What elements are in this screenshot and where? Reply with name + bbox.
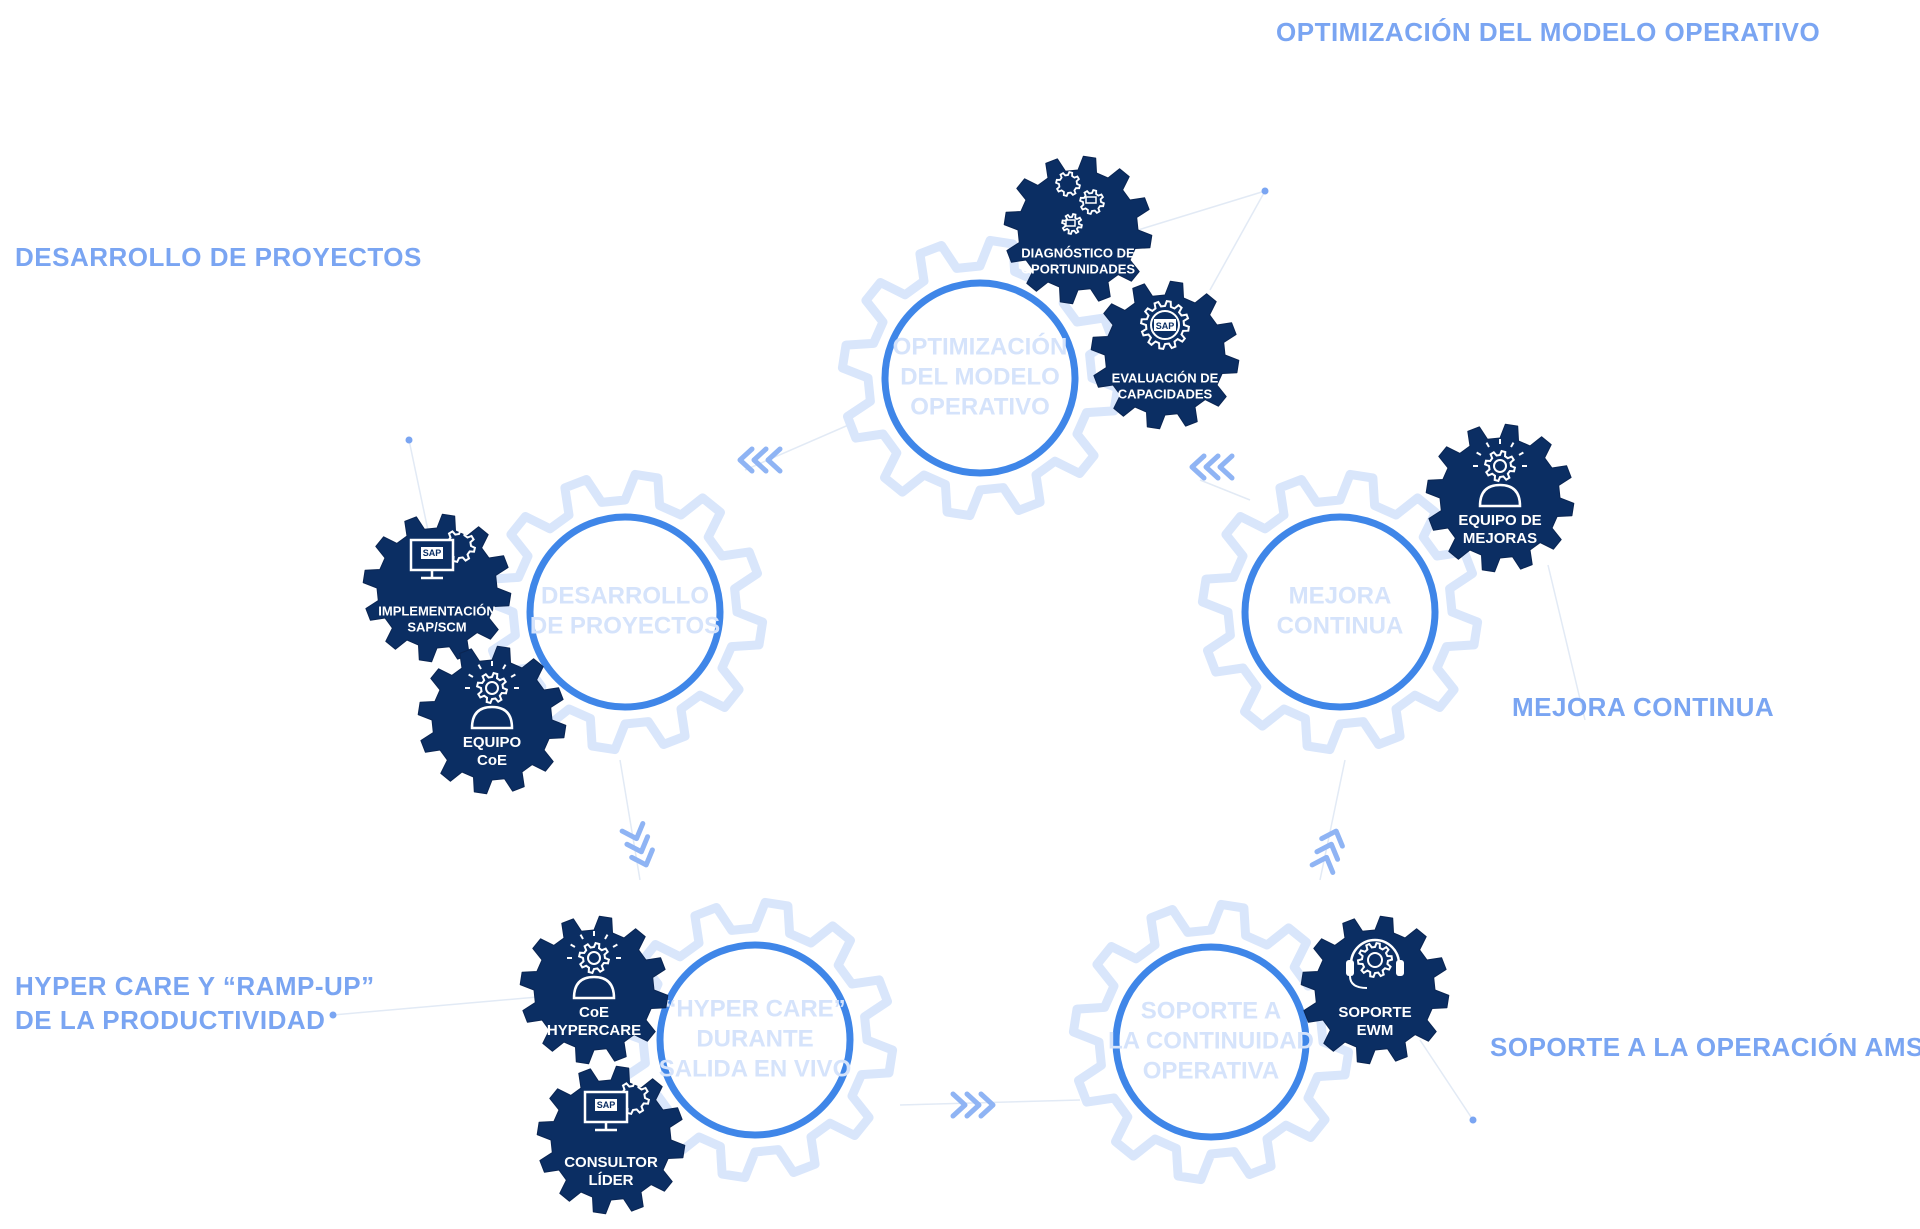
person-gear-icon [1473,439,1527,508]
sap-logo-text: SAP [597,1100,616,1110]
cycle-gear-title: SALIDA EN VIVO [659,1055,851,1082]
badge-label: LÍDER [589,1172,634,1189]
badge-gear-shape [417,645,567,795]
sap-gear-icon: SAP [1139,299,1191,351]
cycle-gear-title: OPERATIVA [1143,1057,1279,1084]
chevron-arrows-left [737,446,783,474]
person-gear-icon [465,661,519,730]
cycle-gear-title: DE PROYECTOS [530,612,720,639]
cycle-gear-title: LA CONTINUIDAD [1108,1027,1314,1054]
badge-label: MEJORAS [1463,530,1537,547]
cycle-gear-title: DESARROLLO [541,582,709,609]
sap-monitor-icon: SAP [409,528,477,580]
connector-line [744,419,861,471]
label-soporte: SOPORTE A LA OPERACIÓN AMS [1490,1032,1920,1062]
cycle-ring [1241,513,1439,711]
gears-truck-icon [1055,171,1105,235]
badge-gear-shape [519,915,669,1065]
badge-label: IMPLEMENTACIÓN [378,603,495,618]
sap-logo-text: SAP [1156,321,1175,331]
badge-label: SAP/SCM [407,619,466,634]
badge-label: EWM [1357,1022,1394,1039]
connector-line [1137,190,1266,231]
connector-dot [1469,1116,1477,1124]
badge-gear-shape [1090,280,1240,430]
badge-label: OPORTUNIDADES [1021,261,1135,276]
cycle-gear-title: DEL MODELO [900,363,1060,390]
label-hypercare-line2: DE LA PRODUCTIVIDAD [15,1005,326,1035]
headset-gear-icon [1346,938,1404,989]
sap-monitor-icon: SAP [583,1080,651,1132]
chevron-arrows-up [1309,828,1345,875]
connector-dot [405,436,413,444]
chevron-arrows-left [1189,453,1235,481]
chevron-arrows-down [619,821,655,868]
connector-line [1209,190,1266,291]
cycle-gear-desarrollo: DESARROLLO DE PROYECTOS [482,469,768,755]
cycle-gear-title: MEJORA [1289,582,1392,609]
cycle-gear-title: CONTINUA [1277,612,1404,639]
cycle-gear-optimizacion: OPTIMIZACIÓN DEL MODELO OPERATIVO [837,235,1123,521]
badge-label: CAPACIDADES [1118,386,1213,401]
badge-label: CoE [477,752,507,769]
connector-line [1419,1039,1474,1121]
cycle-gear-title: “HYPER CARE” [664,995,845,1022]
cycle-gear-soporte: SOPORTE A LA CONTINUIDAD OPERATIVA [1068,899,1354,1185]
connector-line [1319,759,1346,881]
cycle-gear-hypercare: “HYPER CARE” DURANTE SALIDA EN VIVO [612,897,898,1183]
badge-label: EVALUACIÓN DE [1112,370,1219,385]
badge-gear-shape [362,513,512,663]
cycle-gear-mejora: MEJORA CONTINUA [1197,469,1483,755]
connector-dot [1261,187,1269,195]
cycle-ring [656,941,854,1139]
connector-line [1547,564,1586,721]
label-hypercare-line1: HYPER CARE Y “RAMP-UP” [15,971,375,1001]
label-optimizacion: OPTIMIZACIÓN DEL MODELO OPERATIVO [1276,17,1821,47]
cycle-gear-title: DURANTE [696,1025,813,1052]
cycle-gear-title: SOPORTE A [1141,997,1281,1024]
label-mejora: MEJORA CONTINUA [1512,692,1775,722]
label-desarrollo: DESARROLLO DE PROYECTOS [15,242,422,272]
sap-logo-text: SAP [423,548,442,558]
badge-gear-shape [1300,915,1450,1065]
chevron-arrows-right [950,1091,996,1119]
cycle-ring [526,513,724,711]
badge-label: HYPERCARE [547,1022,641,1039]
connector-line [1199,479,1251,501]
connector-dot [329,1011,337,1019]
badge-label: EQUIPO [463,734,522,751]
badge-label: CONSULTOR [564,1154,658,1171]
cycle-ring [881,279,1079,477]
badge-gear-shape [1425,423,1575,573]
cycle-gear-title: OPTIMIZACIÓN [893,332,1068,360]
cycle-gear-title: OPERATIVO [910,393,1050,420]
connector-line [408,439,431,541]
person-gear-icon [567,931,621,1000]
badge-label: SOPORTE [1338,1004,1411,1021]
badge-label: EQUIPO DE [1458,512,1541,529]
badge-label: CoE [579,1004,609,1021]
connector-line [332,994,561,1016]
cycle-ring [1112,943,1310,1141]
badge-label: DIAGNÓSTICO DE [1021,245,1135,260]
connector-lines [329,187,1586,1124]
